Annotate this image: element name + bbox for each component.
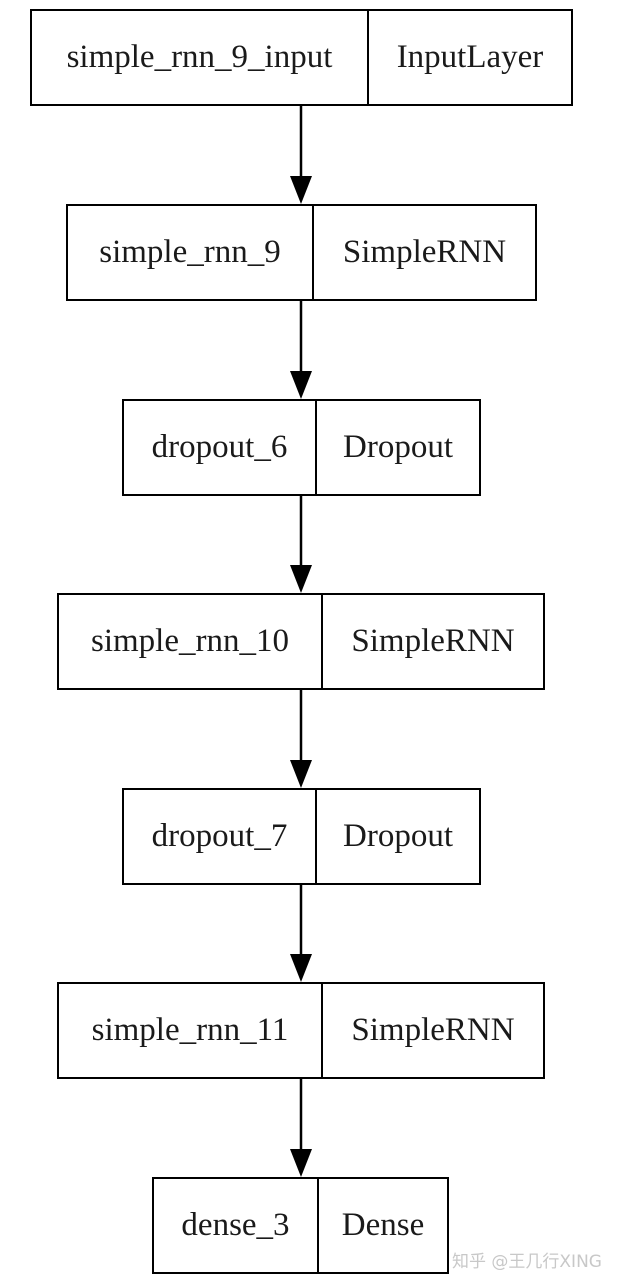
arrowhead-icon bbox=[290, 565, 312, 593]
layer-type: Dense bbox=[341, 1207, 425, 1243]
layer-name: simple_rnn_9_input bbox=[32, 11, 369, 104]
arrowhead-icon bbox=[290, 1149, 312, 1177]
arrowhead-icon bbox=[290, 954, 312, 982]
edge-simple-rnn-10-to-dropout-7 bbox=[290, 690, 312, 788]
layer-node-dropout-6: dropout_6 Dropout bbox=[122, 399, 481, 496]
layer-name: dropout_6 bbox=[124, 401, 317, 494]
layer-name: dense_3 bbox=[154, 1179, 319, 1272]
edge-dropout-6-to-simple-rnn-10 bbox=[290, 496, 312, 593]
layer-node-dropout-7: dropout_7 Dropout bbox=[122, 788, 481, 885]
layer-type: SimpleRNN bbox=[351, 1012, 515, 1048]
watermark-text: 知乎 @王几行XING bbox=[452, 1252, 602, 1272]
layer-node-simple-rnn-11: simple_rnn_11 SimpleRNN bbox=[57, 982, 545, 1079]
layer-type: Dropout bbox=[343, 429, 453, 465]
arrowhead-icon bbox=[290, 760, 312, 788]
layer-node-simple-rnn-9: simple_rnn_9 SimpleRNN bbox=[66, 204, 537, 301]
layer-type: SimpleRNN bbox=[342, 234, 507, 270]
layer-node-dense-3: dense_3 Dense bbox=[152, 1177, 449, 1274]
layer-name: simple_rnn_9 bbox=[68, 206, 314, 299]
layer-name: simple_rnn_11 bbox=[59, 984, 323, 1077]
layer-node-simple-rnn-9-input: simple_rnn_9_input InputLayer bbox=[30, 9, 573, 106]
layer-name: simple_rnn_10 bbox=[59, 595, 323, 688]
layer-node-simple-rnn-10: simple_rnn_10 SimpleRNN bbox=[57, 593, 545, 690]
arrowhead-icon bbox=[290, 371, 312, 399]
edge-simple-rnn-9-input-to-simple-rnn-9 bbox=[290, 106, 312, 204]
arrowhead-icon bbox=[290, 176, 312, 204]
layer-type: InputLayer bbox=[396, 39, 544, 75]
edge-simple-rnn-9-to-dropout-6 bbox=[290, 301, 312, 399]
layer-name: dropout_7 bbox=[124, 790, 317, 883]
layer-type: SimpleRNN bbox=[351, 623, 515, 659]
edge-simple-rnn-11-to-dense-3 bbox=[290, 1079, 312, 1177]
layer-type: Dropout bbox=[343, 818, 453, 854]
edge-dropout-7-to-simple-rnn-11 bbox=[290, 885, 312, 982]
